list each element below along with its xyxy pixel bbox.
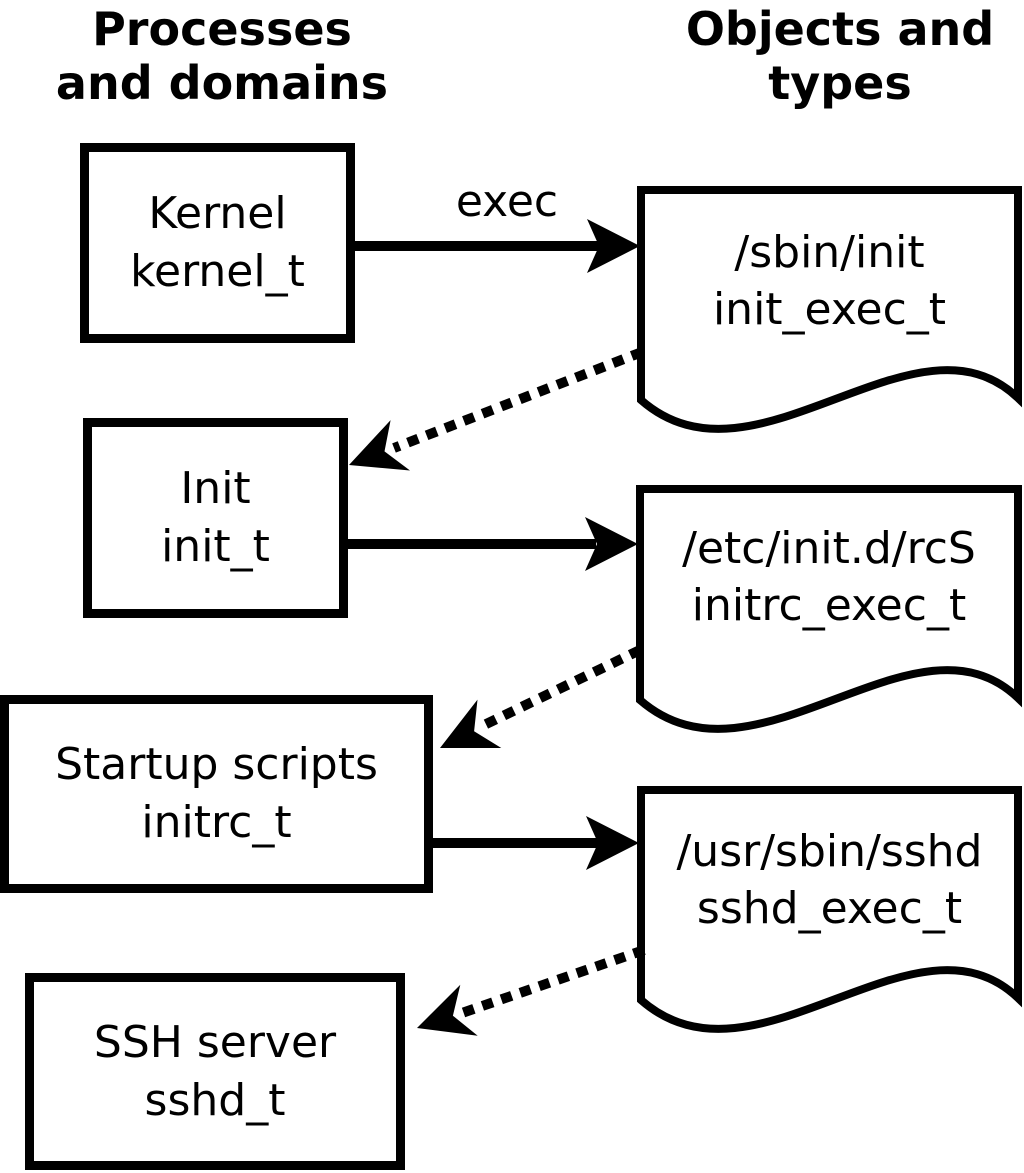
object-path: /sbin/init	[734, 227, 925, 278]
document-shape-sbin-init	[637, 186, 1022, 433]
process-domain-type: sshd_t	[144, 1074, 286, 1126]
object-file-type: initrc_exec_t	[691, 580, 967, 631]
object-path: /etc/init.d/rcS	[682, 523, 976, 574]
object-doc-usr-sbin-sshd: /usr/sbin/sshd sshd_exec_t	[641, 823, 1018, 937]
left-column-header: Processes and domains	[22, 2, 422, 110]
document-shape-usr-sbin-sshd	[637, 786, 1022, 1033]
right-header-line1: Objects and	[685, 2, 995, 56]
exec-arrow-label: exec	[455, 176, 559, 227]
process-box-init: Init init_t	[83, 418, 348, 618]
object-doc-etc-initd-rcs: /etc/init.d/rcS initrc_exec_t	[640, 520, 1018, 634]
solid-arrow-initrc-to-sshd-exec	[428, 816, 639, 870]
object-file-type: init_exec_t	[712, 284, 947, 335]
process-domain-type: kernel_t	[130, 246, 305, 297]
right-header-line2: types	[768, 56, 912, 110]
process-name: Init	[180, 463, 251, 514]
solid-arrow-init-to-initrc-exec	[345, 517, 638, 571]
process-box-startup-scripts: Startup scripts initrc_t	[0, 695, 433, 893]
process-box-ssh-server: SSH server sshd_t	[25, 973, 405, 1170]
document-shape-etc-initd-rcs	[636, 485, 1022, 733]
process-name: Startup scripts	[55, 739, 378, 790]
process-name: SSH server	[93, 1016, 337, 1068]
dotted-arrow-init-exec-to-init	[349, 347, 644, 471]
process-domain-type: init_t	[161, 521, 270, 572]
dotted-arrow-initrc-exec-to-initrc	[440, 645, 643, 748]
solid-arrow-kernel-to-init-exec	[352, 219, 640, 273]
dotted-arrow-sshd-exec-to-sshd	[417, 945, 646, 1036]
process-name: Kernel	[148, 188, 287, 239]
process-domain-type: initrc_t	[141, 797, 292, 848]
left-header-line1: Processes	[92, 2, 352, 56]
object-doc-sbin-init: /sbin/init init_exec_t	[641, 224, 1018, 338]
process-box-kernel: Kernel kernel_t	[80, 143, 355, 343]
object-file-type: sshd_exec_t	[696, 883, 963, 934]
left-header-line2: and domains	[55, 56, 389, 110]
object-path: /usr/sbin/sshd	[676, 826, 983, 877]
right-column-header: Objects and types	[645, 2, 1024, 110]
